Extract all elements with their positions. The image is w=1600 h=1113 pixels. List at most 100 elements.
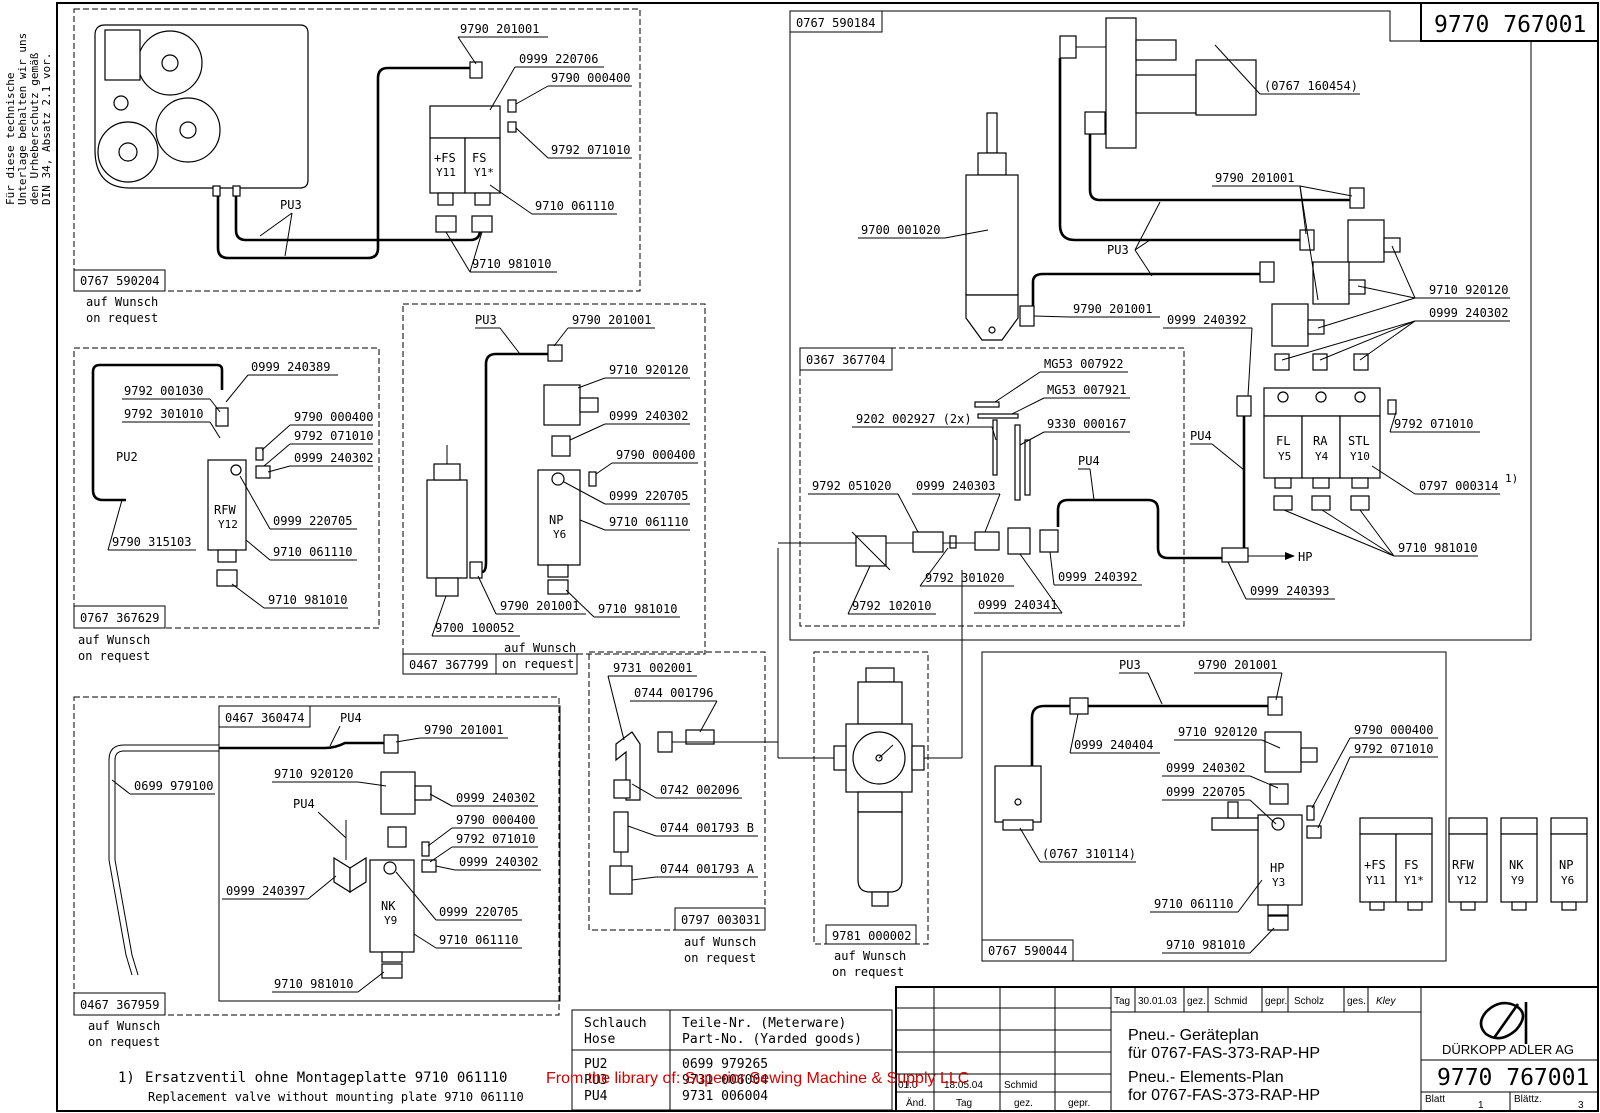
blatt-value: 1 [1478,1100,1484,1111]
rev-header: Tag [956,1098,972,1109]
part-label: 9792 071010 [456,832,535,846]
part-label: 9790 201001 [1198,658,1277,672]
valve-name: NP [549,513,563,527]
part-label: 9710 981010 [1398,541,1477,555]
part-label: 0999 240302 [294,451,373,465]
on-request-de: auf Wunsch [86,295,158,309]
footnote-en: Replacement valve without mounting plate… [148,1090,524,1104]
valve-name: STL [1348,434,1370,448]
legend-valve-code: Y11 [1366,874,1386,887]
part-label: 9792 071010 [294,429,373,443]
part-label: 0999 240397 [226,884,305,898]
hose-label: PU3 [280,198,302,212]
legend-valve-name: +FS [1364,858,1386,872]
table-cell: PU2 [584,1057,607,1072]
part-label: 9731 002001 [613,661,692,675]
valve-name: FS [472,151,486,165]
part-label: 9792 071010 [1354,742,1433,756]
group-0467-367959: 0467 367959 0467 360474 auf Wunsch on re… [73,696,561,1049]
on-request-de: auf Wunsch [684,935,756,949]
valve-code: Y6 [553,528,566,541]
table-cell: 9731 006004 [682,1089,768,1104]
part-label: 9792 301020 [925,571,1004,585]
part-label: 9792 051020 [812,479,891,493]
valve-code: Y11 [436,166,456,179]
group-0797-003031: 0797 003031 auf Wunsch on request 9731 0… [588,651,778,965]
part-label: 9790 000400 [456,813,535,827]
part-label: 9710 061110 [609,515,688,529]
part-label: 9710 061110 [273,545,352,559]
footnote-mark: 1) [118,1070,135,1086]
company-name: DÜRKOPP ADLER AG [1442,1042,1574,1057]
part-label: 9710 920120 [1429,283,1508,297]
part-label: 0999 240302 [459,855,538,869]
on-request-en: on request [832,965,904,979]
part-label: 9790 201001 [460,22,539,36]
part-label: 0999 240302 [456,791,535,805]
part-label: 0699 979100 [134,779,213,793]
part-label: 0999 240302 [1429,306,1508,320]
gez-label: gez. [1187,996,1206,1007]
drawing-frame [56,2,1599,1112]
valve-code: Y10 [1350,450,1370,463]
valve-name: RFW [214,503,236,517]
valve-code: Y1* [474,166,494,179]
revision-index: 01.0 [898,1080,918,1091]
company-logo-icon [1479,1001,1528,1044]
watermark: From the library of: Superior Sewing Mac… [546,1070,969,1087]
drawing-number-top: 9770 767001 [1434,12,1586,38]
part-label: 9790 000400 [551,71,630,85]
table-header: Hose [584,1032,615,1047]
ges-label: ges. [1347,996,1366,1007]
copyright-note-line: Unterlage behalten wir uns [16,33,29,205]
part-label: 9700 001020 [861,223,940,237]
group-0467-367799: 0467 367799 auf Wunsch on request NP Y6 … [402,303,706,675]
valve-code: Y4 [1315,450,1329,463]
blaetter-label: Blättz. [1514,1094,1542,1105]
title-de: für 0767-FAS-373-RAP-HP [1128,1045,1320,1062]
part-label: 0999 220706 [519,52,598,66]
part-label: 0999 220705 [273,514,352,528]
group-0767-367629: 0767 367629 RFW Y12 PU2 0999 240389 9792… [73,347,380,663]
group-sub-id: 0467 360474 [225,711,304,725]
legend-valve-name: NP [1559,858,1573,872]
hose-label: PU3 [1119,658,1141,672]
part-label: 9790 201001 [1215,171,1294,185]
drawn-by: Schmid [1214,996,1247,1007]
revision-date: 18.05.04 [944,1080,983,1091]
legend-valve-code: Y1* [1404,874,1424,887]
footnote-mark: 1) [1505,472,1518,485]
part-label: 0999 240302 [609,409,688,423]
group-id: 0467 367799 [409,658,488,672]
part-label: 9700 100052 [435,621,514,635]
hose-label: PU4 [293,797,315,811]
copyright-note-line: DIN 34, Absatz 2.1 vor. [40,53,53,205]
hose-label: PU2 [116,450,138,464]
part-label: 0999 220705 [1166,785,1245,799]
part-label: 9790 201001 [424,723,503,737]
title-en: for 0767-FAS-373-RAP-HP [1128,1087,1320,1104]
valve-code: Y3 [1272,876,1285,889]
part-label: 9710 981010 [472,257,551,271]
valve-code: Y9 [384,914,397,927]
footnote-de: Ersatzventil ohne Montageplatte 9710 061… [145,1070,507,1086]
table-header: Teile-Nr. (Meterware) [682,1016,846,1031]
table-cell: 9731 006004 [682,1073,768,1088]
valve-code: Y5 [1278,450,1291,463]
part-label: 9792 102010 [852,599,931,613]
signature: Kley [1376,996,1396,1007]
part-label: 9792 301010 [124,407,203,421]
part-label: 9710 920120 [274,767,353,781]
title-de: Pneu.- Geräteplan [1128,1027,1259,1044]
hose-label: PU4 [340,711,362,725]
group-0367-367704: 0367 367704 PU4 MG53 007922 MG53 007921 … [778,347,1222,627]
part-label: 0999 240303 [916,479,995,493]
blaetter-value: 3 [1578,1100,1584,1111]
hose-label: PU3 [475,313,497,327]
part-label: 9790 000400 [294,410,373,424]
hose-table: Schlauch Hose Teile-Nr. (Meterware) Part… [571,1009,893,1111]
drawing-date: 30.01.03 [1138,996,1177,1007]
part-label: 0999 240302 [1166,761,1245,775]
part-label: 0999 240392 [1058,570,1137,584]
